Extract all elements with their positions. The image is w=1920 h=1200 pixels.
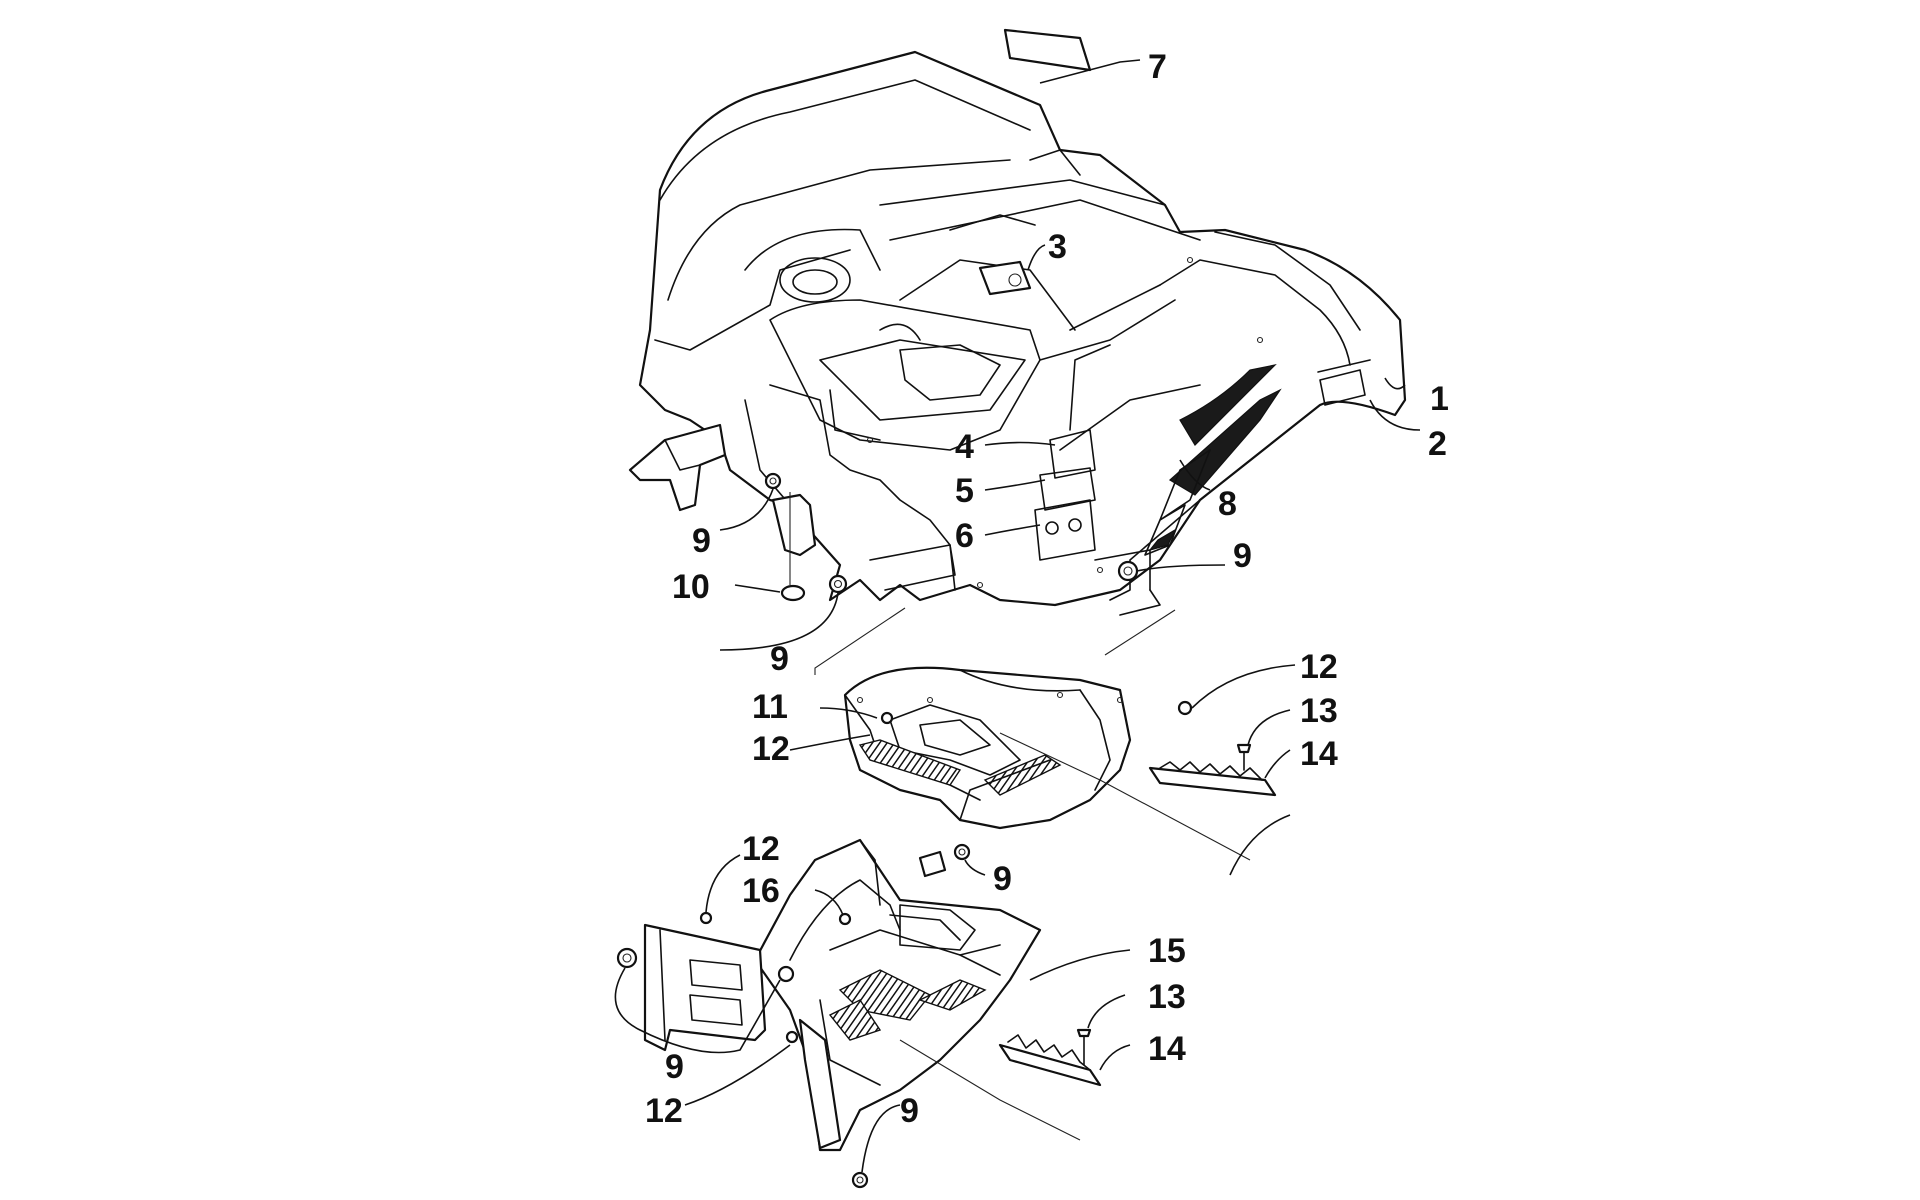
callout-9-lower-left: 9 [665,1048,684,1086]
grommet-9a [764,472,782,490]
screw-12c [699,911,713,925]
rear-fender-body [628,50,1407,616]
callout-7: 7 [1148,48,1167,86]
nut-9e [616,947,638,969]
nut-9g [851,1171,869,1189]
callout-3: 3 [1048,228,1067,266]
callout-labels: 1 2 3 4 5 6 7 8 9 9 9 9 9 9 10 11 12 12 … [645,48,1449,1130]
callout-9-upper-right: 9 [1233,537,1252,575]
callout-1: 1 [1430,380,1449,418]
callout-11: 11 [752,688,788,726]
screw-12a [880,711,894,725]
callout-14-lower: 14 [1148,1030,1186,1068]
clip-16-block [918,850,947,878]
clip-16 [838,912,852,926]
callout-10: 10 [672,568,710,606]
callout-13-lower: 13 [1148,978,1186,1016]
callout-9-mid: 9 [770,640,789,678]
washer-10 [780,584,806,602]
callout-14-upper: 14 [1300,735,1338,773]
footwell-panel-11 [843,666,1132,830]
footrest-14a [1148,761,1277,797]
nut-9f [777,965,795,983]
leader-lines [614,59,1421,1173]
callout-12-right: 12 [1300,648,1338,686]
callout-4: 4 [955,428,974,466]
callout-8: 8 [1218,485,1237,523]
callout-13-upper: 13 [1300,692,1338,730]
callout-9-upper-left: 9 [692,522,711,560]
footwell-panel-15 [643,838,1042,1152]
screw-12d [785,1030,799,1044]
callout-9-lower-right: 9 [993,860,1012,898]
footrest-14b [998,1034,1102,1087]
callout-12-lower-bottom: 12 [645,1092,683,1130]
grommet-9c [1117,560,1139,582]
grommet-9d [953,843,971,861]
callout-15: 15 [1148,932,1186,970]
callout-12-lower-top: 12 [742,830,780,868]
callout-5: 5 [955,472,974,510]
grommet-9b [828,574,848,594]
callout-6: 6 [955,517,974,555]
callout-16: 16 [742,872,780,910]
screw-13b [1076,1028,1092,1066]
callout-12-mid: 12 [752,730,790,768]
decal-7 [1003,28,1092,72]
callout-9-bottom: 9 [900,1092,919,1130]
decal-3 [978,260,1032,296]
callout-2: 2 [1428,425,1447,463]
screw-13a [1236,743,1252,771]
screw-12b [1177,700,1193,716]
